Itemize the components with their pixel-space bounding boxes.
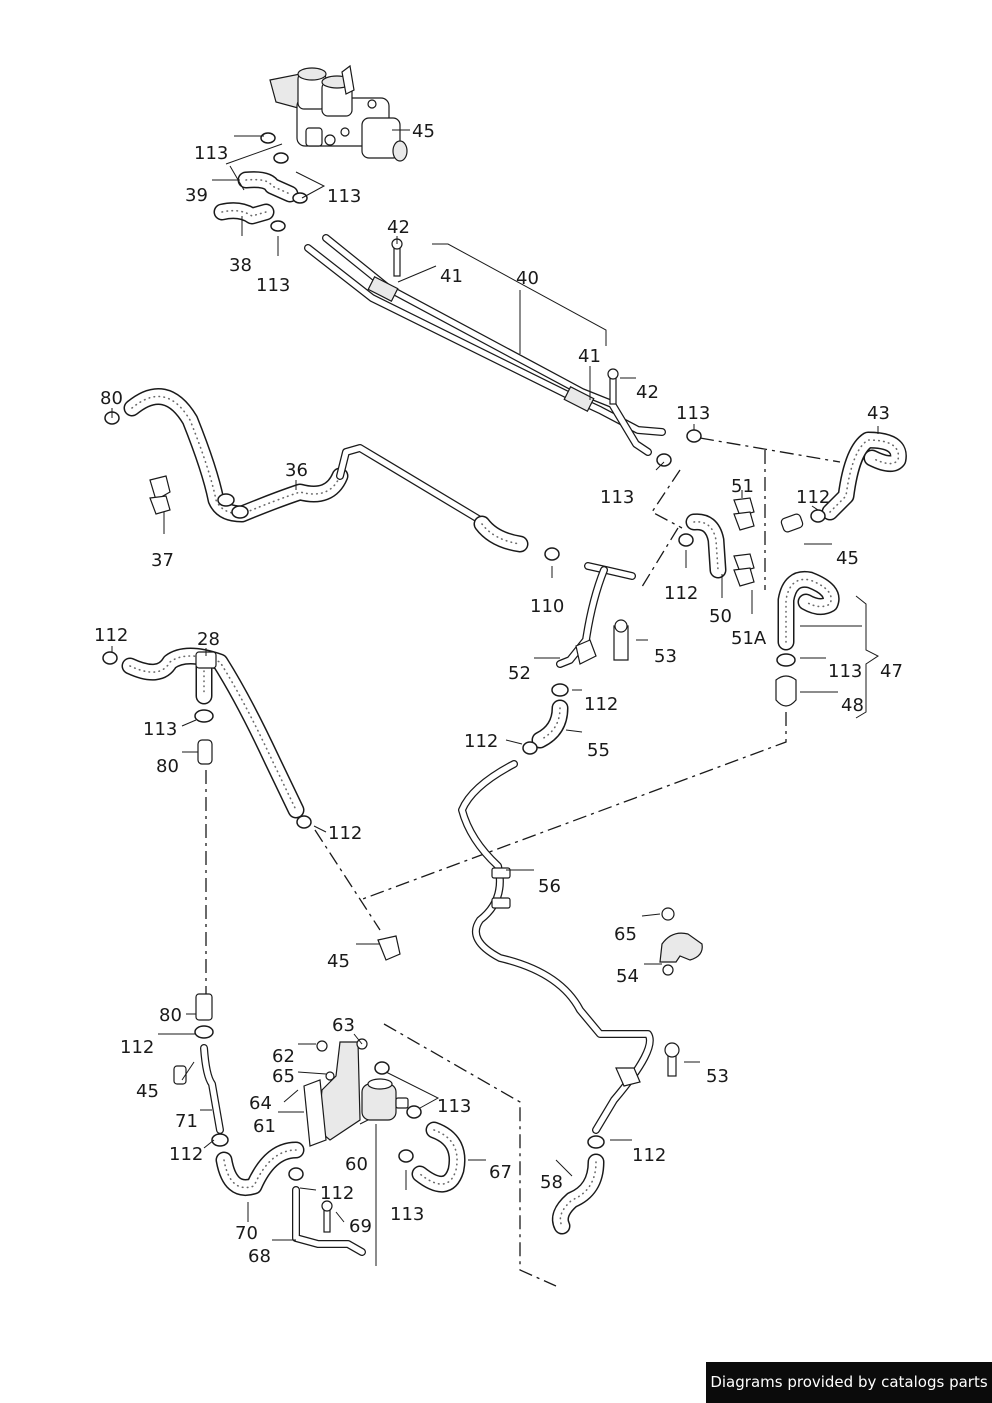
label-45-d: 45 — [136, 1081, 159, 1102]
label-113-h: 113 — [437, 1096, 471, 1117]
label-112-c: 112 — [94, 625, 128, 646]
label-42-a: 42 — [387, 217, 410, 238]
label-53-b: 53 — [706, 1066, 729, 1087]
label-45-top: 45 — [412, 121, 435, 142]
label-113-a: 113 — [194, 143, 228, 164]
label-42-b: 42 — [636, 382, 659, 403]
label-60: 60 — [345, 1154, 368, 1175]
label-112-e: 112 — [464, 731, 498, 752]
label-113-d: 113 — [676, 403, 710, 424]
label-112-a: 112 — [796, 487, 830, 508]
label-112-d: 112 — [584, 694, 618, 715]
label-51a: 51A — [731, 628, 767, 649]
label-80-b: 80 — [156, 756, 179, 777]
leader-lines — [111, 129, 879, 1266]
label-50: 50 — [709, 606, 732, 627]
hose-67 — [398, 1121, 466, 1193]
hose-39 — [237, 171, 299, 203]
label-65-b: 65 — [272, 1066, 295, 1087]
hose-38 — [213, 202, 275, 225]
label-36: 36 — [285, 460, 308, 481]
hose-70 — [215, 1141, 305, 1196]
pump-60 — [361, 1061, 422, 1121]
label-41-b: 41 — [578, 346, 601, 367]
clip-51 — [733, 497, 755, 587]
label-112-h: 112 — [169, 1144, 203, 1165]
pipe-52 — [556, 562, 636, 668]
clamps-113-top — [260, 132, 308, 232]
double-pipe-40 — [304, 234, 666, 456]
label-52: 52 — [508, 663, 531, 684]
label-53-a: 53 — [654, 646, 677, 667]
label-43: 43 — [867, 403, 890, 424]
label-63: 63 — [332, 1015, 355, 1036]
label-113-i: 113 — [390, 1204, 424, 1225]
label-48: 48 — [841, 695, 864, 716]
hose-28 — [102, 647, 312, 829]
valve-unit-45 — [269, 64, 408, 162]
label-113-b: 113 — [327, 186, 361, 207]
label-62: 62 — [272, 1046, 295, 1067]
label-80-a: 80 — [100, 388, 123, 409]
label-112-f: 112 — [328, 823, 362, 844]
label-40: 40 — [516, 268, 539, 289]
hose-58 — [551, 1135, 605, 1235]
label-68: 68 — [248, 1246, 271, 1267]
hose-43 — [780, 431, 907, 533]
hose-36 — [104, 388, 560, 561]
label-80-c: 80 — [159, 1005, 182, 1026]
label-38: 38 — [229, 255, 252, 276]
label-112-g: 112 — [120, 1037, 154, 1058]
label-110: 110 — [530, 596, 564, 617]
routing-dash-lines — [205, 437, 841, 1287]
clip-37 — [149, 475, 171, 515]
hose-50 — [678, 513, 727, 579]
label-67: 67 — [489, 1162, 512, 1183]
hose-47 — [775, 570, 840, 707]
clip-45-lower — [377, 935, 401, 961]
label-112-j: 112 — [320, 1183, 354, 1204]
label-61: 61 — [253, 1116, 276, 1137]
label-41-a: 41 — [440, 266, 463, 287]
hose-55 — [522, 683, 569, 755]
label-70: 70 — [235, 1223, 258, 1244]
label-45-b: 45 — [836, 548, 859, 569]
label-112-b: 112 — [664, 583, 698, 604]
label-113-e: 113 — [600, 487, 634, 508]
label-112-i: 112 — [632, 1145, 666, 1166]
label-37: 37 — [151, 550, 174, 571]
label-113-f: 113 — [828, 661, 862, 682]
label-71: 71 — [175, 1111, 198, 1132]
label-45-c: 45 — [327, 951, 350, 972]
label-113-g: 113 — [143, 719, 177, 740]
label-51: 51 — [731, 476, 754, 497]
clamps-113-pipe — [656, 429, 702, 467]
pipe-71 — [173, 993, 229, 1147]
part-labels: 45 113 39 113 38 113 42 41 40 41 42 80 3… — [94, 121, 903, 1267]
label-28: 28 — [197, 629, 220, 650]
label-58: 58 — [540, 1172, 563, 1193]
label-54: 54 — [616, 966, 639, 987]
label-69: 69 — [349, 1216, 372, 1237]
label-56: 56 — [538, 876, 561, 897]
label-113-c: 113 — [256, 275, 290, 296]
bracket-54 — [659, 907, 703, 976]
label-47: 47 — [880, 661, 903, 682]
bolt-53 — [664, 1042, 680, 1077]
pump-bracket-61 — [303, 1038, 368, 1147]
label-39: 39 — [185, 185, 208, 206]
footer-credit: Diagrams provided by catalogs parts — [706, 1362, 992, 1403]
label-65-a: 65 — [614, 924, 637, 945]
pipe-68 — [292, 1186, 366, 1256]
label-55: 55 — [587, 740, 610, 761]
pipe-56 — [458, 760, 654, 1134]
label-64: 64 — [249, 1093, 272, 1114]
